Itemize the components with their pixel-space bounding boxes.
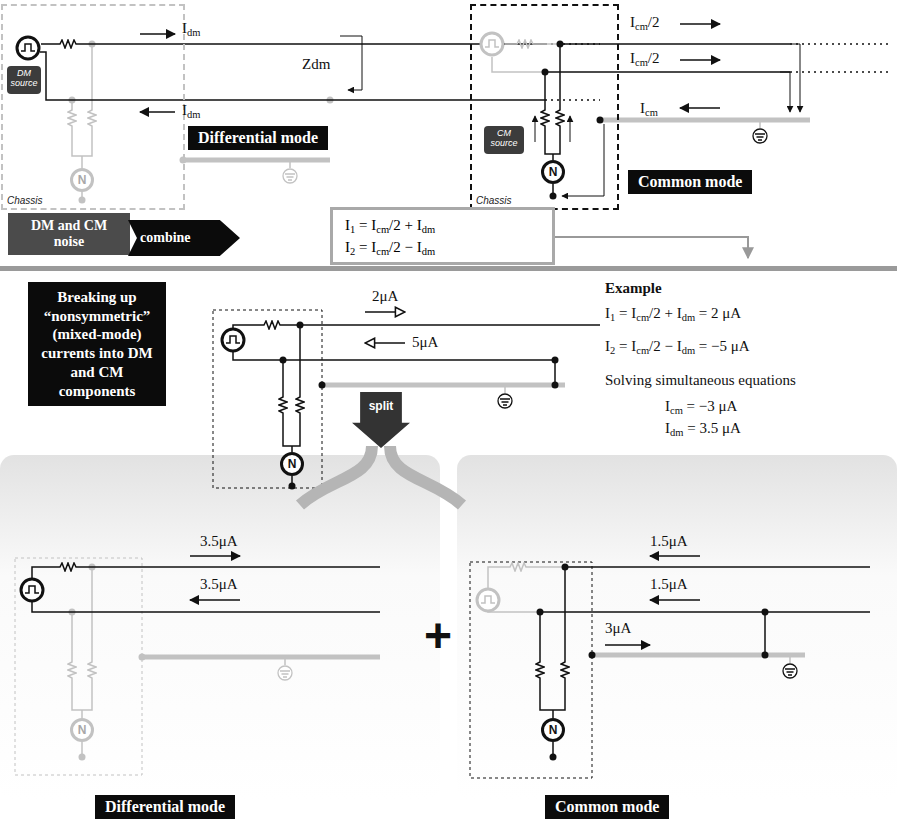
- noise-source-circle: N: [541, 718, 565, 742]
- node-text: Common mode: [638, 173, 742, 191]
- node-text: Common mode: [555, 798, 659, 816]
- node-text: Differential mode: [198, 129, 318, 147]
- node-text: N: [283, 455, 301, 473]
- equation-text: Idm = 3.5 μA: [665, 420, 741, 439]
- node-text: Differential mode: [105, 798, 225, 816]
- current-label: 2μA: [372, 288, 398, 305]
- mode-banner: Differential mode: [95, 795, 235, 819]
- current-label: 3μA: [605, 620, 631, 637]
- equation-text: I1 = Icm/2 + Idm = 2 μA: [605, 305, 741, 324]
- node-text: N: [73, 721, 91, 739]
- current-label: Icm: [640, 100, 658, 119]
- chassis-outline: Chassis CM sourceN: [472, 6, 617, 208]
- current-label: 3.5μA: [200, 576, 238, 593]
- noise-source-circle: N: [70, 718, 94, 742]
- noise-source-circle: N: [70, 168, 94, 192]
- node-text: I2 = Icm/2 − Idm: [345, 237, 540, 259]
- arrow-fill: [128, 220, 240, 256]
- node-text: combine: [140, 230, 191, 246]
- arrow-fill: [352, 392, 410, 448]
- note-text: Solving simultaneous equations: [605, 372, 796, 389]
- noise-source-circle: N: [280, 452, 304, 476]
- mode-banner: Common mode: [545, 795, 669, 819]
- impedance-label: Zdm: [302, 56, 330, 73]
- current-label: Idm: [182, 102, 200, 121]
- source-label-box: CM source: [484, 126, 524, 154]
- example-heading: Example: [605, 280, 662, 297]
- current-label: 3.5μA: [200, 533, 238, 550]
- node-text: Breaking up “nonsymmetric” (mixed-mode) …: [36, 288, 158, 401]
- description-box: Breaking up “nonsymmetric” (mixed-mode) …: [28, 282, 166, 406]
- node-text: DM source: [9, 69, 39, 89]
- noise-source-circle: N: [541, 160, 565, 184]
- current-label: 1.5μA: [650, 533, 688, 550]
- source-label-box: DM source: [7, 66, 41, 94]
- node-text: CM source: [486, 129, 522, 149]
- node-text: N: [73, 171, 91, 189]
- node-text: N: [544, 721, 562, 739]
- mode-banner: Common mode: [628, 170, 752, 194]
- split-arrow: split: [352, 392, 410, 448]
- noise-box: DM and CM noise: [8, 213, 130, 255]
- node-text: DM and CM noise: [14, 218, 124, 250]
- node-text: Chassis: [7, 195, 43, 206]
- combine-arrow: combine: [128, 220, 240, 256]
- node-text: N: [544, 163, 562, 181]
- node-text: I1 = Icm/2 + Idm: [345, 215, 540, 237]
- node-text: split: [352, 399, 410, 413]
- equation-text: Icm = −3 μA: [665, 398, 737, 417]
- equation-box: I1 = Icm/2 + IdmI2 = Icm/2 − Idm: [330, 207, 555, 265]
- current-label: 5μA: [412, 334, 438, 351]
- current-label: Icm/2: [630, 50, 660, 69]
- node-text: Chassis: [476, 195, 512, 206]
- plus-sign: +: [424, 608, 452, 663]
- mode-banner: Differential mode: [188, 126, 328, 150]
- current-label: Icm/2: [630, 14, 660, 33]
- current-label: Idm: [182, 20, 200, 39]
- chassis-outline: Chassis DM sourceN: [3, 6, 183, 208]
- equation-text: I2 = Icm/2 − Idm = −5 μA: [605, 338, 750, 357]
- current-label: 1.5μA: [650, 576, 688, 593]
